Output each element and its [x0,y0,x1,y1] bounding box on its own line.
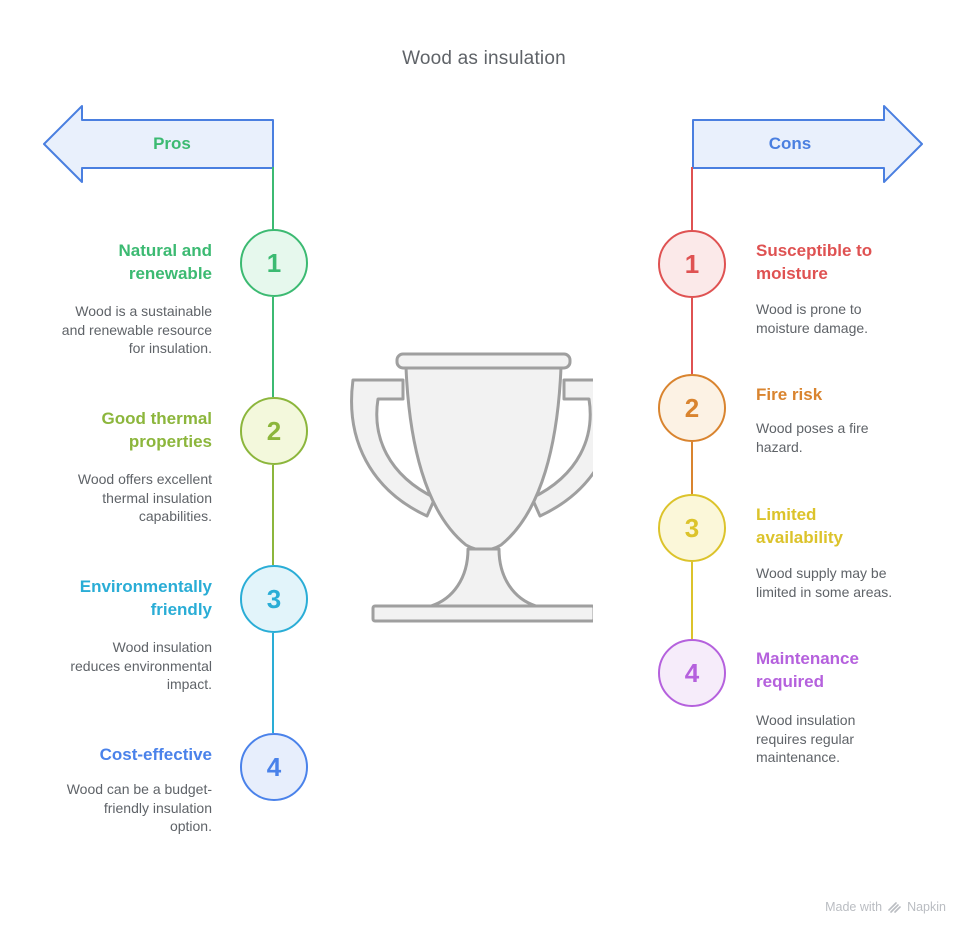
cons-heading-2: Fire risk [756,385,823,404]
cons-connector-3-4 [691,562,693,639]
pros-badge-4-number: 4 [266,751,282,782]
pros-connector-1-2 [272,297,274,397]
pros-badge-1: 1 [240,229,308,297]
cons-heading-1: Susceptible to moisture [756,241,873,283]
cons-heading-3: Limited availability [756,505,843,547]
pros-connector-2-3 [272,465,274,565]
pros-arrow-label: Pros [153,134,191,153]
napkin-watermark: Made with Napkin [825,900,946,914]
cons-connector-top [691,167,693,231]
cons-connector-1-2 [691,298,693,374]
pros-connector-top [272,167,274,230]
cons-description-1: Wood is prone to moisture damage. [756,301,869,336]
pros-badge-2: 2 [240,397,308,465]
pros-badge-3-number: 3 [266,583,282,614]
cons-badge-1-number: 1 [684,248,700,279]
cons-arrow [692,105,923,183]
cons-badge-3: 3 [658,494,726,562]
brand-label: Napkin [907,900,946,914]
pros-description-3: Wood insulation reduces environmental im… [70,639,212,693]
pros-heading-2: Good thermal properties [101,409,212,451]
pros-description-1: Wood is a sustainable and renewable reso… [61,303,212,357]
cons-description-3: Wood supply may be limited in some areas… [756,565,893,600]
pros-heading-4: Cost-effective [99,745,212,764]
cons-badge-4-number: 4 [684,657,700,688]
pros-badge-3: 3 [240,565,308,633]
cons-badge-4: 4 [658,639,726,707]
pros-arrow [43,105,274,183]
cons-description-2: Wood poses a fire hazard. [756,420,869,455]
pros-description-4: Wood can be a budget-friendly insulation… [66,781,212,835]
cons-heading-4: Maintenance required [756,649,859,691]
cons-description-4: Wood insulation requires regular mainten… [756,712,856,766]
pros-badge-2-number: 2 [266,415,282,446]
pros-description-2: Wood offers excellent thermal insulation… [77,471,212,525]
cons-badge-2: 2 [658,374,726,442]
cons-badge-1: 1 [658,230,726,298]
pros-badge-4: 4 [240,733,308,801]
cons-badge-2-number: 2 [684,392,700,423]
diagram-title: Wood as insulation [402,48,566,69]
cons-badge-3-number: 3 [684,512,700,543]
pros-heading-3: Environmentally friendly [79,577,212,619]
napkin-logo-icon [888,901,901,913]
cons-arrow-label: Cons [768,134,812,153]
trophy-icon [350,352,593,623]
pros-badge-1-number: 1 [266,247,282,278]
pros-heading-1: Natural and renewable [118,241,212,283]
pros-connector-3-4 [272,633,274,733]
cons-connector-2-3 [691,442,693,494]
made-with-label: Made with [825,900,883,914]
